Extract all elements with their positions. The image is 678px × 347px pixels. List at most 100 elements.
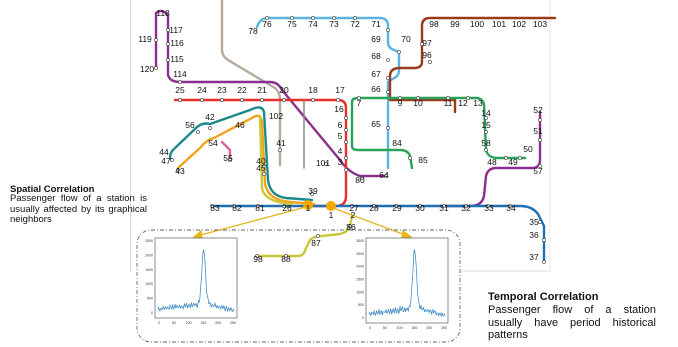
station-dot — [484, 130, 487, 133]
left-y-tick-label: 2000 — [145, 253, 153, 257]
station-label-64: 64 — [379, 170, 389, 180]
station-label-37: 37 — [529, 252, 539, 262]
station-dot — [200, 98, 203, 101]
station-dot — [166, 42, 169, 45]
right-x-tick-label: 0 — [369, 326, 371, 330]
station-label-28: 28 — [369, 203, 379, 213]
station-dot — [386, 76, 389, 79]
line-green-inner — [352, 102, 412, 168]
right-y-tick-label: 3000 — [356, 239, 364, 243]
station-label-78: 78 — [248, 26, 258, 36]
station-label-83: 83 — [210, 203, 220, 213]
station-dot — [542, 238, 545, 241]
station-dot — [386, 58, 389, 61]
station-label-72: 72 — [350, 19, 360, 29]
right-x-tick-label: 50 — [383, 326, 387, 330]
station-label-45: 45 — [256, 163, 266, 173]
station-dot — [220, 98, 223, 101]
station-dot — [311, 98, 314, 101]
left-x-tick-label: 200 — [215, 321, 221, 325]
station-label-1b: 1 — [329, 210, 334, 220]
left-y-tick-label: 2500 — [145, 239, 153, 243]
left-x-tick-label: 250 — [230, 321, 236, 325]
station-label-57: 57 — [533, 166, 543, 176]
station-label-98b: 98 — [253, 254, 263, 264]
station-dot — [428, 60, 431, 63]
temporal-correlation-text: Passenger flow of a station usually have… — [488, 304, 656, 342]
station-label-103: 103 — [533, 19, 547, 29]
right-chart-x-ticks: 050100150200250 — [369, 326, 447, 330]
map-frame-line — [130, 0, 131, 272]
station-label-65: 65 — [371, 119, 381, 129]
station-dot — [336, 98, 339, 101]
station-label-119: 119 — [138, 34, 152, 44]
station-label-41: 41 — [276, 138, 286, 148]
right-y-tick-label: 1500 — [356, 278, 364, 282]
station-label-17: 17 — [335, 85, 345, 95]
right-y-tick-label: 1000 — [356, 290, 364, 294]
station-label-58: 58 — [481, 138, 491, 148]
station-dot — [208, 126, 211, 129]
arrow-head-left — [194, 231, 202, 238]
station-label-16: 16 — [334, 104, 344, 114]
station-label-67: 67 — [371, 69, 381, 79]
station-label-84: 84 — [392, 138, 402, 148]
station-label-14: 14 — [481, 108, 491, 118]
station-dot — [178, 98, 181, 101]
temporal-correlation-title: Temporal Correlation — [488, 291, 598, 303]
station-label-56: 56 — [185, 120, 195, 130]
right-x-tick-label: 100 — [397, 326, 403, 330]
station-label-98: 98 — [429, 19, 439, 29]
station-label-42: 42 — [205, 112, 215, 122]
station-label-118: 118 — [156, 8, 170, 18]
station-label-26: 26 — [282, 203, 292, 213]
station-label-35: 35 — [529, 217, 539, 227]
station-label-66: 66 — [371, 84, 381, 94]
station-label-15: 15 — [481, 120, 491, 130]
station-dot — [542, 260, 545, 263]
station-dot — [178, 80, 181, 83]
left-x-tick-label: 100 — [186, 321, 192, 325]
station-dot — [538, 118, 541, 121]
station-dot — [397, 50, 400, 53]
station-label-75: 75 — [287, 19, 297, 29]
station-label-114: 114 — [173, 69, 187, 79]
station-label-48: 48 — [487, 157, 497, 167]
station-label-102: 102 — [269, 111, 283, 121]
station-label-21: 21 — [257, 85, 267, 95]
station-label-43: 43 — [175, 166, 185, 176]
station-label-68: 68 — [371, 51, 381, 61]
right-y-tick-label: 2500 — [356, 252, 364, 256]
station-dot — [386, 126, 389, 129]
right-x-tick-label: 150 — [411, 326, 417, 330]
station-label-88: 88 — [281, 254, 291, 264]
right-chart-frame — [366, 238, 448, 323]
left-x-tick-label: 0 — [158, 321, 160, 325]
left-x-tick-label: 150 — [200, 321, 206, 325]
station-label-80: 80 — [355, 175, 365, 185]
station-dot — [166, 58, 169, 61]
station-label-74: 74 — [308, 19, 318, 29]
station-dot — [344, 168, 347, 171]
station-label-51: 51 — [533, 126, 543, 136]
right-y-tick-label: 2000 — [356, 265, 364, 269]
station-dot — [196, 130, 199, 133]
right-chart-y-ticks: 300025002000150010005000 — [356, 239, 364, 320]
station-label-29: 29 — [392, 203, 402, 213]
station-label-11: 11 — [444, 98, 453, 108]
left-y-tick-label: 1500 — [145, 268, 153, 272]
line-purple-north — [156, 11, 386, 176]
station-label-117: 117 — [169, 25, 183, 35]
station-label-50: 50 — [523, 144, 533, 154]
station-label-23: 23 — [217, 85, 227, 95]
station-label-47: 47 — [161, 156, 171, 166]
station-label-99: 99 — [450, 19, 460, 29]
station-label-6: 6 — [338, 120, 343, 130]
station-label-2: 2 — [351, 210, 356, 220]
station-label-39: 39 — [308, 186, 318, 196]
station-label-31: 31 — [439, 203, 449, 213]
station-label-30: 30 — [415, 203, 425, 213]
left-y-tick-label: 1000 — [145, 282, 153, 286]
station-label-36: 36 — [529, 230, 539, 240]
station-label-5: 5 — [338, 131, 343, 141]
